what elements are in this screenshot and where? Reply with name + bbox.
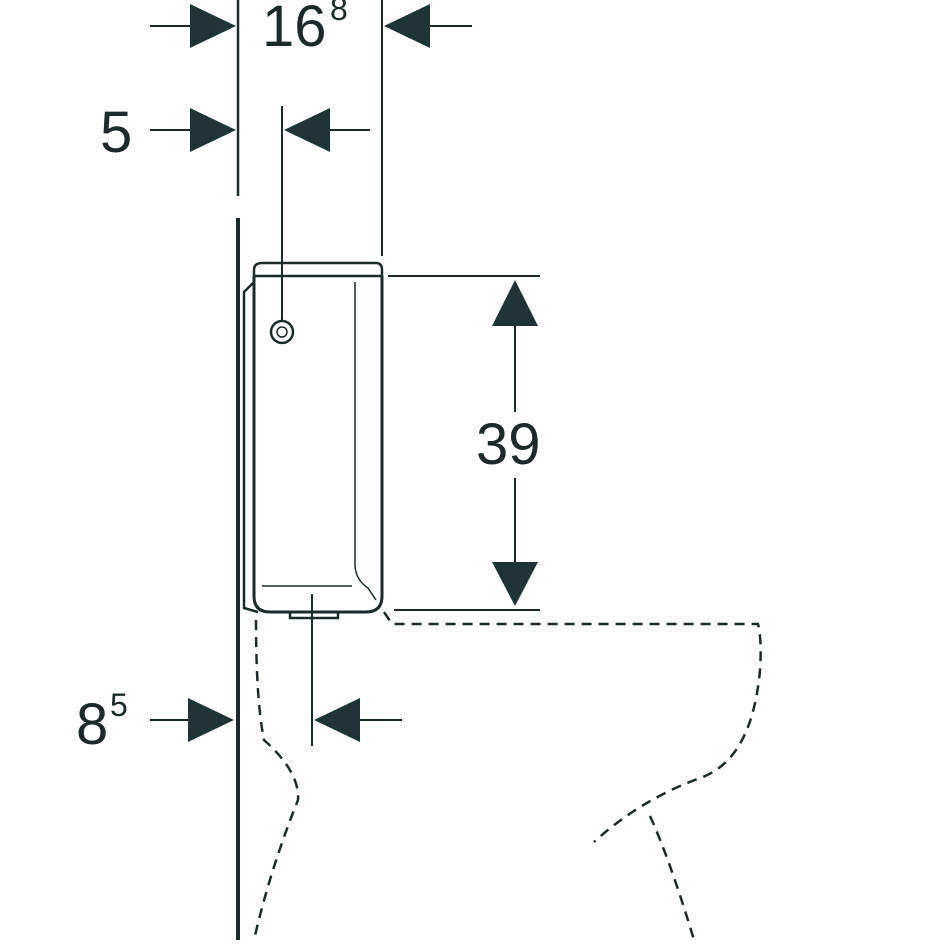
toilet-bowl-outline [252,611,762,941]
arrow-left-icon [284,108,330,152]
tank-body [252,276,384,614]
arrow-right-icon [188,698,234,742]
tank-outlet [288,612,340,620]
dimension-sup-top-width: 8 [330,0,348,27]
dimension-sup-bottom-offset: 5 [110,687,128,723]
cistern-tank [242,261,384,620]
dimension-button-offset: 5 [100,100,370,320]
dimension-label-top-width: 16 [262,0,327,59]
bowl-rim-outline [382,611,762,843]
dimension-top-width: 16 8 [150,0,472,256]
dimension-bottom-offset: 8 5 [76,594,402,757]
dimension-label-button-offset: 5 [100,100,132,165]
arrow-down-icon [492,562,538,606]
arrow-up-icon [492,280,538,326]
tank-mounting-plate [242,281,259,614]
arrow-left-icon [314,698,360,742]
flush-button-inner [276,326,288,338]
tank-lid [252,261,384,278]
tank-bevel-line [354,282,377,601]
flush-button-icon [269,319,295,345]
dimension-label-bottom-offset: 8 [76,692,108,757]
dimension-tank-height: 39 [388,275,541,611]
dimension-label-tank-height: 39 [476,412,541,477]
arrow-right-icon [190,108,236,152]
bowl-front-outline [252,619,300,941]
arrow-right-icon [190,4,236,48]
arrow-left-icon [384,4,430,48]
bowl-foot-outline [648,815,696,941]
